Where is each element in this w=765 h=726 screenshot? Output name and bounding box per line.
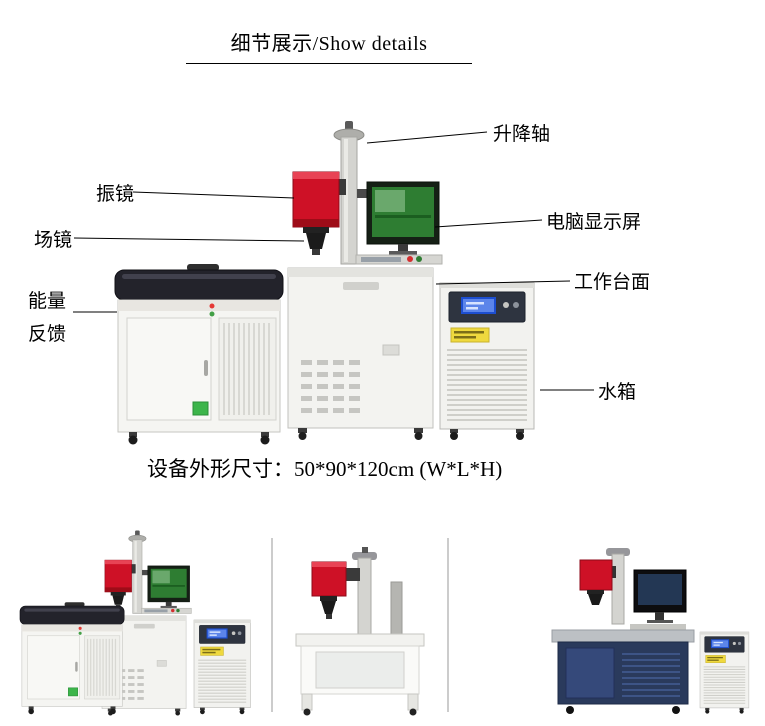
callout-field-lens: 场镜 (34, 230, 73, 251)
callout-computer-monitor: 电脑显示屏 (546, 212, 642, 233)
callout-leader-lines (73, 131, 594, 391)
callout-energy-feedback-line2: 反馈 (28, 324, 67, 345)
section-title: 细节展示/Show details (186, 27, 472, 64)
water-chiller-main (439, 282, 535, 441)
marker-machine-main (288, 121, 442, 440)
callout-energy-feedback-line1: 能量 (28, 291, 67, 312)
welder-machine-main (114, 263, 284, 446)
dimensions-text: 设备外形尺寸：50*90*120cm (W*L*H) (147, 457, 503, 481)
callout-water-tank: 水箱 (598, 382, 637, 403)
callout-work-table: 工作台面 (574, 272, 651, 293)
thumbnail-3 (551, 547, 750, 715)
callout-galvanometer: 振镜 (96, 184, 135, 205)
callout-lifting-axis: 升降轴 (493, 124, 551, 145)
thumbnail-1 (19, 531, 252, 716)
thumbnail-2 (295, 546, 425, 716)
